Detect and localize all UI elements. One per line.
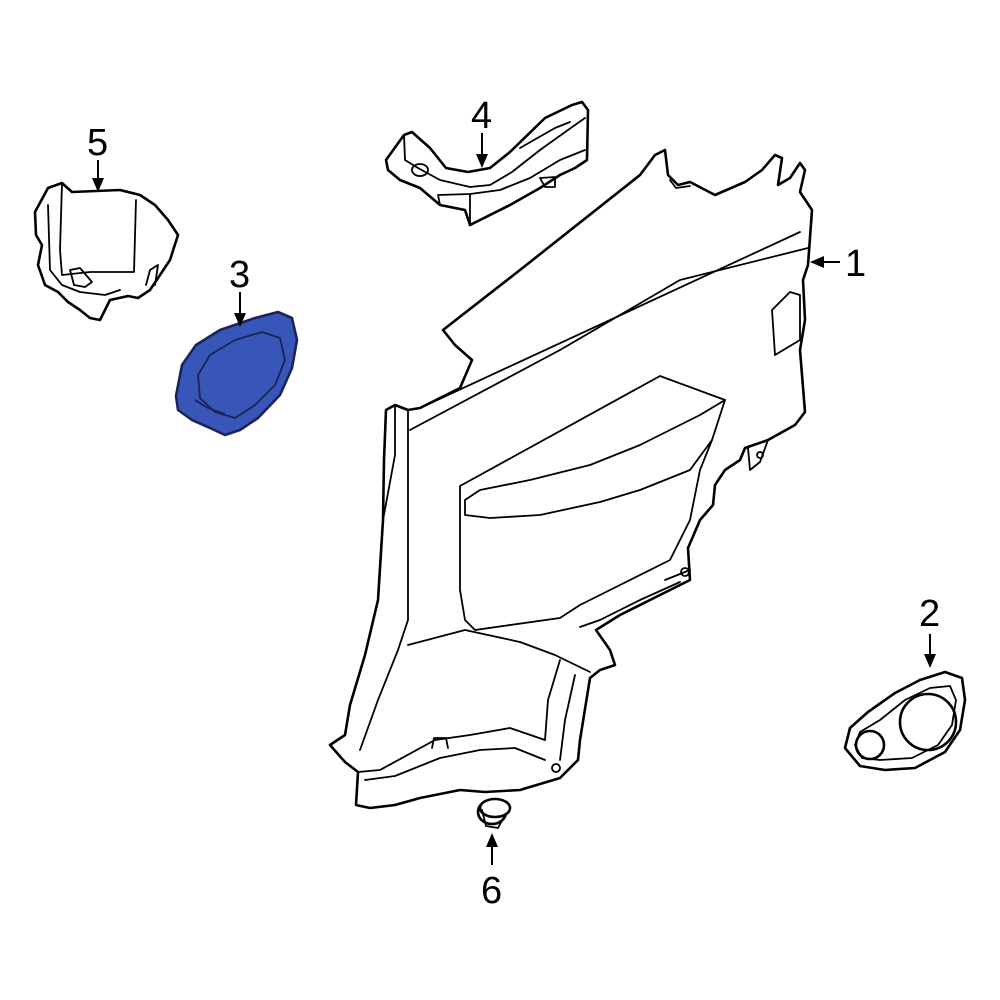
callout-labels: 1 2 3 4 5 6: [87, 95, 940, 912]
callout-5: 5: [87, 122, 108, 164]
part-3-trim-pad[interactable]: [174, 310, 299, 437]
callout-leaders: [92, 133, 936, 865]
callout-6: 6: [481, 870, 502, 912]
part-4-upper-trim-bracket[interactable]: [384, 100, 590, 227]
callout-3: 3: [229, 254, 250, 296]
part-1-quarter-trim-panel[interactable]: [328, 148, 814, 810]
callout-1: 1: [845, 243, 866, 285]
part-2-speaker-grille[interactable]: [843, 670, 967, 772]
part-5-trim-cover[interactable]: [33, 181, 180, 322]
callout-2: 2: [919, 593, 940, 635]
callout-4: 4: [471, 95, 492, 137]
part-6-push-clip[interactable]: [476, 797, 512, 829]
